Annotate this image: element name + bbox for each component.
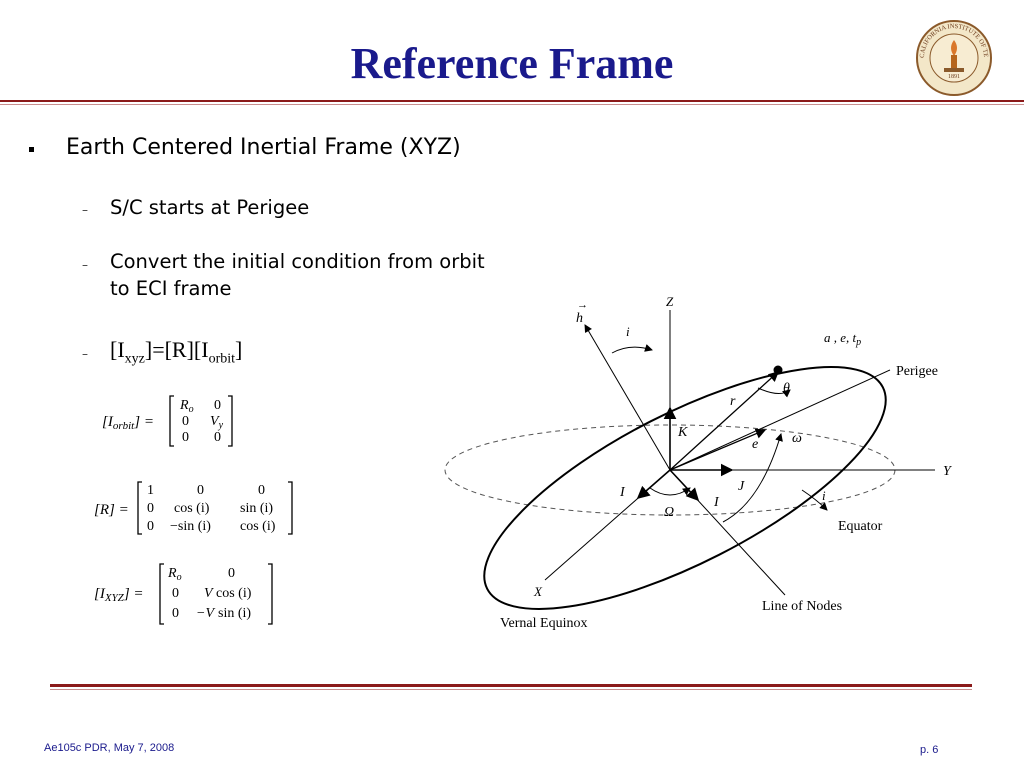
svg-text:0: 0	[258, 483, 265, 498]
formula-part: ]=[R][I	[144, 337, 209, 362]
formula-part: ]	[235, 337, 243, 362]
formula-sub: orbit	[208, 351, 236, 367]
orbit-diagram: h → Z i a , e, tp Perigee θ r K e ω Y I …	[444, 294, 953, 631]
label-e: e	[752, 437, 758, 452]
svg-text:0: 0	[147, 519, 154, 534]
slide-title: Reference Frame	[350, 39, 674, 88]
sub-bullet-1: S/C starts at Perigee	[110, 196, 310, 219]
label-i-equator: i	[822, 488, 826, 503]
svg-text:Ro: Ro	[167, 566, 182, 583]
dash-marker: –	[82, 203, 88, 217]
svg-text:−V: −V	[196, 606, 215, 621]
svg-text:Vy: Vy	[210, 414, 224, 431]
top-rule	[0, 100, 1024, 102]
label-equator: Equator	[838, 519, 883, 534]
svg-text:V: V	[204, 586, 214, 601]
r-vector	[669, 371, 779, 471]
theta-arc	[757, 387, 791, 398]
transform-formula: [Ixyz]=[R][Iorbit]	[110, 337, 242, 367]
inclination-arc-equator	[801, 489, 828, 511]
dash-marker: –	[82, 347, 88, 361]
label-vernal-equinox: Vernal Equinox	[500, 616, 587, 631]
label-line-of-nodes: Line of Nodes	[762, 599, 842, 614]
svg-text:0: 0	[197, 483, 204, 498]
svg-text:sin (i): sin (i)	[240, 501, 273, 516]
perigee-point	[773, 365, 783, 375]
dash-marker: –	[82, 258, 88, 272]
footer-page-number: p. 6	[920, 744, 939, 756]
svg-text:→: →	[577, 299, 588, 311]
omega-arc	[722, 433, 783, 523]
label-omega: ω	[792, 431, 802, 446]
bullet-marker	[29, 147, 34, 152]
label-theta: θ	[783, 381, 790, 396]
svg-text:cos (i): cos (i)	[174, 501, 210, 516]
svg-text:0: 0	[214, 430, 221, 445]
svg-text:cos (i): cos (i)	[240, 519, 276, 534]
label-z: Z	[666, 294, 674, 309]
svg-text:0: 0	[182, 430, 189, 445]
svg-text:1891: 1891	[948, 74, 960, 80]
label-r: r	[730, 394, 736, 409]
svg-text:0: 0	[228, 566, 235, 581]
label-perigee: Perigee	[896, 364, 938, 379]
label-raan: Ω	[664, 505, 674, 520]
svg-text:0: 0	[172, 586, 179, 601]
top-rule-thin	[0, 104, 1024, 105]
formula-part: [I	[110, 337, 125, 362]
svg-text:sin (i): sin (i)	[218, 606, 251, 621]
label-k: K	[677, 425, 688, 440]
svg-text:0: 0	[147, 501, 154, 516]
svg-text:1: 1	[147, 483, 154, 498]
sub-bullet-2-line1: Convert the initial condition from orbit	[110, 250, 485, 273]
footer-left: Ae105c PDR, May 7, 2008	[44, 742, 175, 754]
matrix-lhs: [IXYZ] =	[94, 586, 144, 604]
caltech-seal-logo: 1891 CALIFORNIA INSTITUTE OF TECHNOLOGY	[914, 18, 992, 96]
svg-text:cos (i): cos (i)	[216, 586, 252, 601]
label-j-unit: J	[738, 479, 745, 494]
label-i-prime: I	[713, 495, 720, 510]
label-i-top: i	[626, 324, 630, 339]
raan-arc	[649, 487, 691, 496]
label-h: h	[576, 311, 583, 326]
matrix-lhs: [R] =	[94, 502, 129, 518]
svg-text:0: 0	[214, 398, 221, 413]
label-i-unit: I	[619, 485, 626, 500]
sub-bullet-2: Convert the initial condition from orbit…	[110, 248, 485, 302]
svg-text:Ro: Ro	[179, 398, 194, 415]
orbit-vector-matrix: [Iorbit] = Ro 0 0 Vy 0 0	[102, 395, 233, 447]
e-vector	[669, 428, 767, 471]
rotation-matrix: [R] = 1 0 0 0 cos (i) sin (i) 0 −sin (i)…	[94, 481, 293, 535]
svg-text:−sin (i): −sin (i)	[170, 519, 211, 534]
bottom-rule	[50, 684, 972, 687]
i-unit-vector	[636, 469, 671, 500]
label-orbit-params: a , e, tp	[824, 330, 861, 348]
inclination-arc-top	[611, 344, 653, 354]
orbit-ellipse	[483, 366, 887, 610]
matrix-lhs: [Iorbit] =	[102, 414, 154, 432]
bottom-rule-thin	[50, 689, 972, 690]
svg-text:0: 0	[182, 414, 189, 429]
formula-sub: xyz	[124, 351, 145, 367]
label-x: X	[533, 584, 543, 599]
svg-text:0: 0	[172, 606, 179, 621]
eci-vector-matrix: [IXYZ] = Ro 0 0 V cos (i) 0 −V sin (i)	[94, 563, 273, 625]
i-prime-unit-vector	[669, 469, 700, 502]
label-y: Y	[943, 464, 953, 479]
h-vector	[584, 324, 671, 471]
sub-bullet-2-line2: to ECI frame	[110, 277, 232, 300]
main-bullet: Earth Centered Inertial Frame (XYZ)	[66, 135, 461, 160]
